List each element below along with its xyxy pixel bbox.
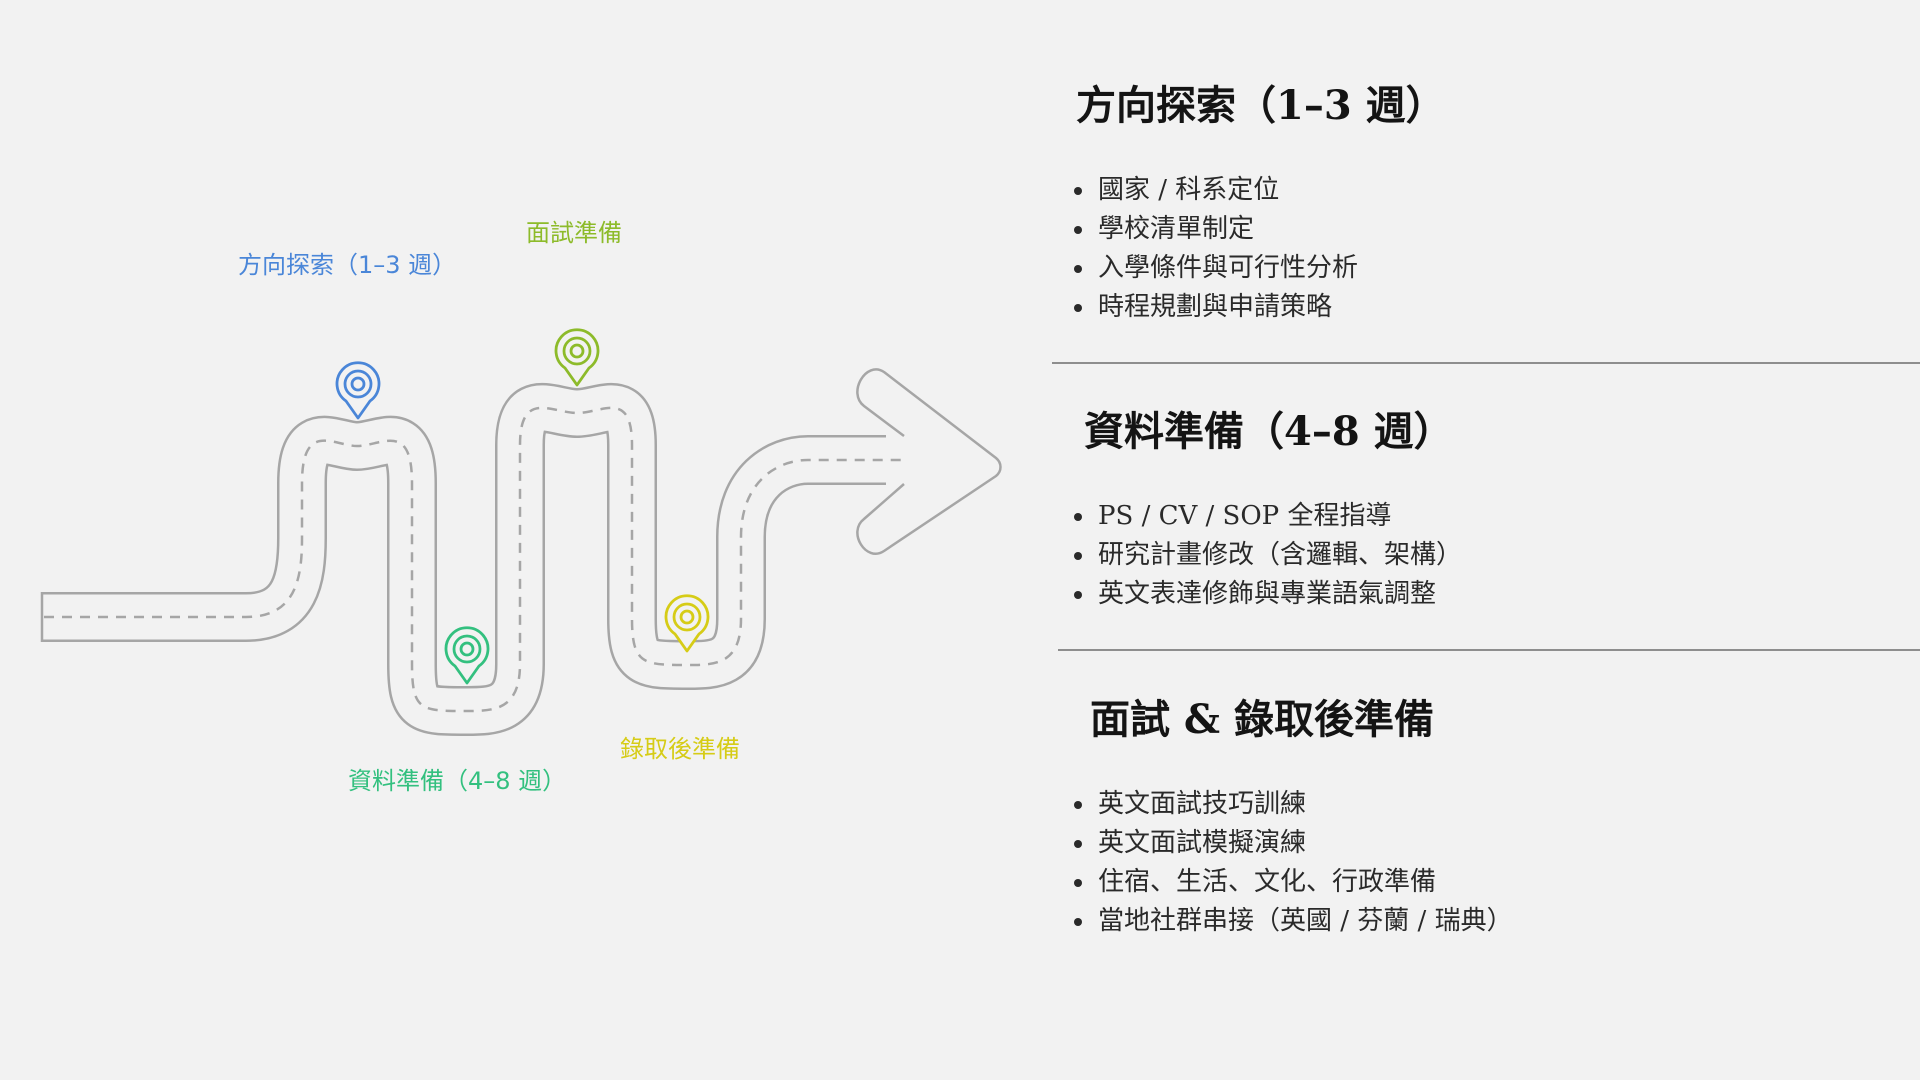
pin-stage-1	[335, 361, 381, 420]
list-item: 英文面試技巧訓練	[1058, 785, 1920, 824]
list-item: 國家 / 科系定位	[1058, 171, 1920, 210]
section-documents: 資料準備（4–8 週） PS / CV / SOP 全程指導 研究計畫修改（含邏…	[1058, 412, 1920, 614]
list-item: 當地社群串接（英國 / 芬蘭 / 瑞典）	[1058, 902, 1920, 941]
section-list: 英文面試技巧訓練 英文面試模擬演練 住宿、生活、文化、行政準備 當地社群串接（英…	[1058, 785, 1920, 941]
road-center-dashes	[44, 406, 904, 713]
section-title: 資料準備（4–8 週）	[1084, 408, 1454, 455]
winding-road-graphic	[40, 328, 1002, 736]
pin-stage-4	[664, 594, 710, 653]
section-list: 國家 / 科系定位 學校清單制定 入學條件與可行性分析 時程規劃與申請策略	[1058, 171, 1920, 327]
road-arrowhead	[856, 368, 1002, 555]
stage-label-interview: 面試準備	[526, 219, 622, 247]
list-item: 英文表達修飾與專業語氣調整	[1058, 575, 1920, 614]
roadmap-diagram: 方向探索（1–3 週） 面試準備 資料準備（4–8 週） 錄取後準備	[40, 219, 1002, 795]
stage-label-after-admission: 錄取後準備	[620, 735, 740, 763]
section-title: 方向探索（1–3 週）	[1076, 82, 1446, 129]
list-item: 入學條件與可行性分析	[1058, 249, 1920, 288]
stage-label-documents: 資料準備（4–8 週）	[348, 767, 567, 795]
section-title: 面試 & 錄取後準備	[1090, 696, 1434, 743]
stage-label-direction: 方向探索（1–3 週）	[238, 251, 457, 279]
list-item: 時程規劃與申請策略	[1058, 288, 1920, 327]
list-item: PS / CV / SOP 全程指導	[1058, 497, 1920, 536]
section-divider	[1058, 649, 1920, 651]
list-item: 研究計畫修改（含邏輯、架構）	[1058, 536, 1920, 575]
section-list: PS / CV / SOP 全程指導 研究計畫修改（含邏輯、架構） 英文表達修飾…	[1058, 497, 1920, 614]
section-interview-after-admission: 面試 & 錄取後準備 英文面試技巧訓練 英文面試模擬演練 住宿、生活、文化、行政…	[1058, 700, 1920, 941]
road	[40, 368, 1002, 736]
pin-stage-3	[444, 626, 490, 685]
list-item: 住宿、生活、文化、行政準備	[1058, 863, 1920, 902]
pin-stage-2	[554, 328, 600, 387]
section-direction: 方向探索（1–3 週） 國家 / 科系定位 學校清單制定 入學條件與可行性分析 …	[1058, 86, 1920, 327]
list-item: 學校清單制定	[1058, 210, 1920, 249]
section-divider	[1052, 362, 1920, 364]
list-item: 英文面試模擬演練	[1058, 824, 1920, 863]
